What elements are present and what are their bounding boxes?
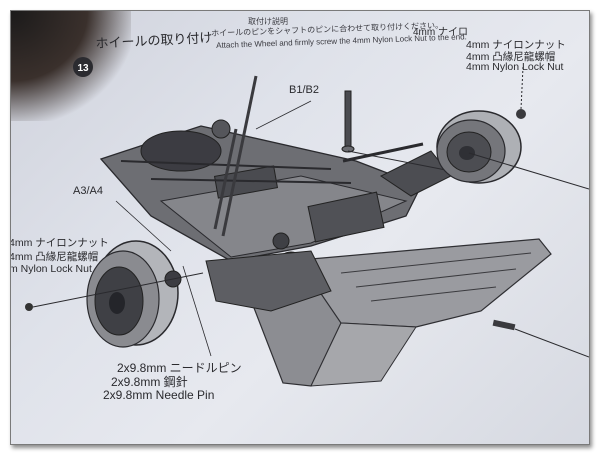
body-post <box>213 128 238 230</box>
left-nut-jp: 4mm ナイロンナット <box>10 237 109 249</box>
right-nut-jp: 4mm ナイロンナット <box>466 39 566 51</box>
manual-page-photo: 13 <box>10 10 590 445</box>
front-wing <box>248 238 552 387</box>
left-wheel <box>86 240 179 348</box>
step-number: 13 <box>77 63 89 74</box>
instruction-line-1-tail: 4mm ナイロ <box>413 27 468 38</box>
right-wheel <box>436 110 522 184</box>
pin-leader <box>182 265 212 357</box>
label-b1b2: B1/B2 <box>289 84 319 96</box>
chassis-illustration: 13 <box>25 57 589 387</box>
background-shadow <box>11 11 131 121</box>
b1b2-screw <box>341 90 452 172</box>
step-number-badge <box>73 57 93 77</box>
pin-cn: 2x9.8mm 鋼針 <box>111 375 188 389</box>
right-nut <box>516 109 526 119</box>
left-nut-cn: 4mm 凸緣尼龍螺帽 <box>10 251 99 263</box>
left-nut <box>25 303 33 311</box>
header-subtitle: 取付け説明 <box>248 17 288 26</box>
left-nut-en: m Nylon Lock Nut <box>10 263 92 275</box>
wing-bolt <box>492 319 589 358</box>
right-nut-en: 4mm Nylon Lock Nut <box>466 61 564 73</box>
right-nut-cn: 4mm 凸緣尼龍螺帽 <box>466 51 556 63</box>
antenna-post <box>221 75 258 237</box>
label-a3a4: A3/A4 <box>73 185 103 197</box>
a3a4-leader <box>115 200 172 252</box>
pin-en: 2x9.8mm Needle Pin <box>103 388 215 402</box>
pin-jp: 2x9.8mm ニードルピン <box>117 361 242 375</box>
b1b2-leader <box>255 100 312 130</box>
chassis-body <box>99 119 452 312</box>
